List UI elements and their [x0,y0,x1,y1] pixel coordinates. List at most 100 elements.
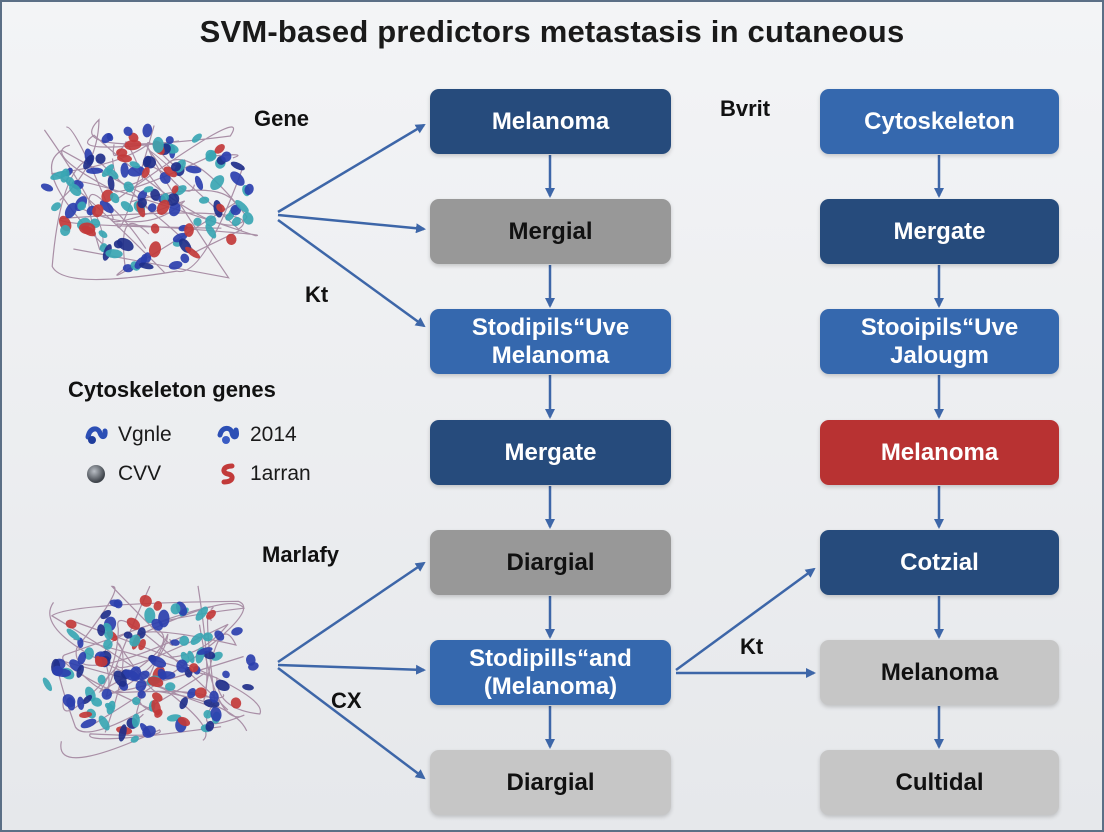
protein-helix [165,682,176,691]
protein-coil [80,125,258,237]
protein-helix [214,144,225,154]
diagram-title: SVM-based predictors metastasis in cutan… [199,14,905,49]
protein-helix [194,175,204,191]
protein-helix [170,162,182,172]
label-kt-top: Kt [305,282,329,307]
protein-helix [98,230,108,238]
protein-helix [51,202,61,212]
protein-helix [156,199,170,215]
protein-helix [91,697,103,707]
protein-helix [179,697,188,710]
protein-helix [120,162,129,178]
protein-helix [171,185,179,194]
label-marlafy: Marlafy [262,542,340,567]
protein-helix [116,148,128,157]
protein-helix [66,628,81,641]
flow-box-left-5: Diargial [430,530,671,595]
protein-helix [168,261,183,270]
protein-helix [77,201,87,211]
protein-helix [191,133,202,143]
protein-helix [194,687,207,699]
protein-helix [105,249,123,259]
protein-helix [109,599,122,608]
protein-helix [193,217,202,226]
protein-helix [185,246,201,259]
gray-sphere-icon [87,465,105,483]
protein-helix [94,655,103,666]
protein-helix [141,166,150,179]
protein-helix [215,679,230,692]
protein-helix [151,618,163,631]
protein-coil [61,144,239,193]
protein-helix [245,654,256,666]
protein-helix [123,126,133,136]
protein-helix [189,663,199,673]
protein-helix [142,123,153,138]
arrow-protein-to-stodipills [277,663,426,675]
protein-helix [126,617,141,630]
protein-helix [242,211,254,225]
protein-helix [42,677,53,692]
legend-label: 1arran [250,462,311,485]
protein-helix [139,262,154,270]
protein-helix [137,197,147,209]
protein-helix [101,189,114,203]
protein-helix [230,171,245,186]
protein-helix [168,202,181,217]
protein-helix [97,674,106,685]
protein-helix [77,696,85,710]
protein-coil [111,140,144,186]
legend-label: CVV [118,462,162,485]
protein-helix [127,165,145,177]
protein-helix [231,627,243,636]
flow-box-right-4: Melanoma [820,420,1059,485]
protein-helix [82,694,93,705]
protein-helix [83,154,95,170]
protein-helix [97,624,106,637]
protein-helix [65,619,77,629]
protein-helix [143,252,152,263]
protein-helix [92,204,104,218]
protein-helix [132,697,141,706]
label-bvrit: Bvrit [720,96,771,121]
protein-helix [107,175,115,191]
protein-helix [210,706,222,722]
legend-item-vgnle: Vgnle [84,423,172,447]
protein-helix [139,594,152,607]
protein-helix [50,170,68,180]
legend-label: 2014 [250,423,297,446]
protein-helix [101,132,113,144]
protein-helix [135,679,147,692]
legend-item-cvv: CVV [84,462,161,486]
flow-box-left-4: Mergate [430,420,671,485]
protein-helix [100,610,112,620]
protein-helix [86,167,104,175]
flow-box-right-7: Cultidal [820,750,1059,815]
protein-helix [209,150,217,160]
protein-helix [184,223,194,237]
protein-helix [205,223,217,239]
protein-helix [177,716,191,727]
protein-helix [99,200,114,214]
protein-helix [170,639,180,646]
protein-helix [205,720,215,732]
protein-helix [137,690,146,699]
legend-title: Cytoskeleton genes [68,377,276,402]
flow-box-right-3: Stooipils“Uve Jalougm [820,309,1059,374]
protein-helix [214,630,225,641]
protein-helix [144,607,156,624]
protein-helix [165,136,174,145]
label-kt-mid: Kt [740,634,764,659]
label-cx: CX [331,688,362,713]
protein-helix [137,670,150,681]
flow-box-right-6: Melanoma [820,640,1059,705]
protein-helix [137,190,148,202]
protein-helix [153,601,163,611]
protein-helix [130,735,139,743]
protein-helix [221,151,232,163]
protein-helix [77,651,87,665]
protein-helix [157,671,176,680]
protein-helix [80,718,97,729]
protein-helix [148,241,162,258]
